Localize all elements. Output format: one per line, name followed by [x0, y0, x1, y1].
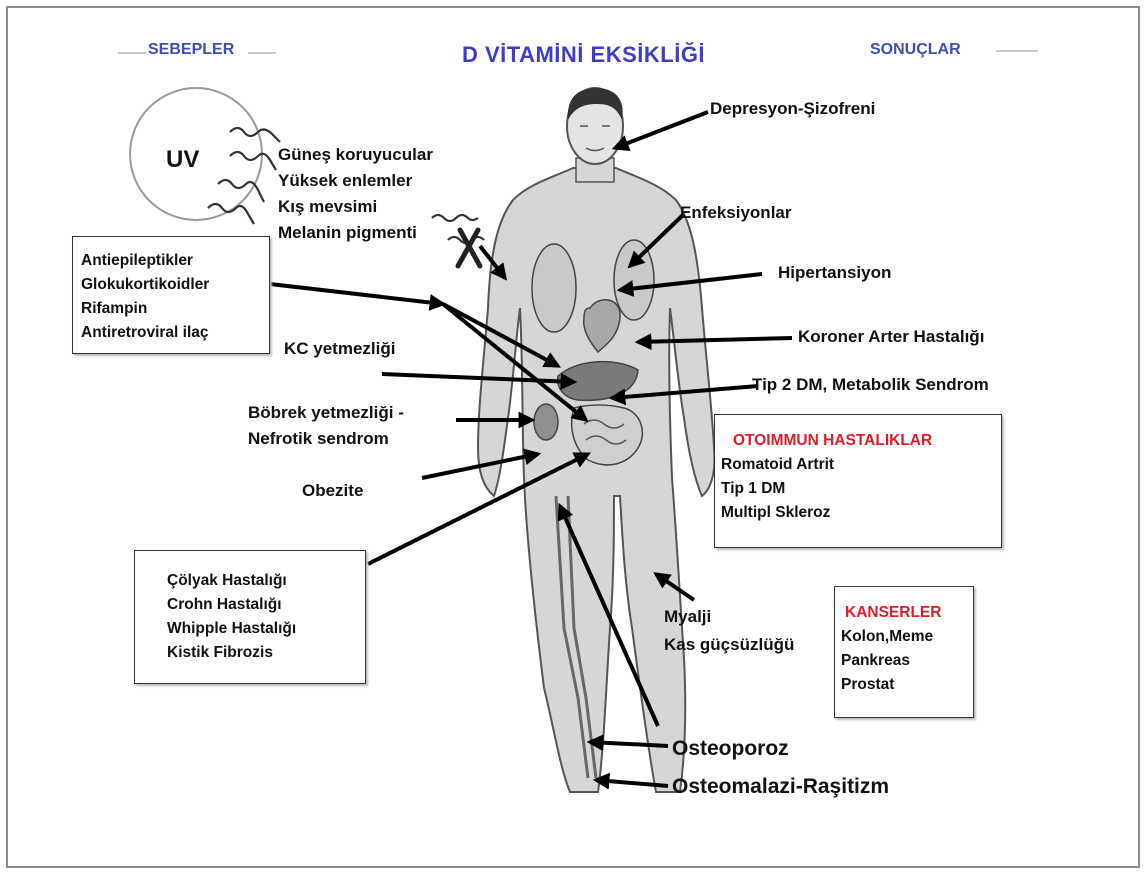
label-obezite: Obezite: [302, 482, 363, 499]
lung-right: [614, 240, 654, 320]
autoimmune-item: Tip 1 DM: [721, 477, 1001, 501]
uv-factor-melanin: Melanin pigmenti: [278, 224, 417, 241]
malabsorption-item: Çölyak Hastalığı: [167, 569, 365, 593]
autoimmune-heading: OTOIMMUN HASTALIKLAR: [721, 429, 1001, 453]
drug-item: Glokukortikoidler: [81, 273, 261, 297]
cancer-item: Kolon,Meme: [841, 625, 973, 649]
label-osteoporoz: Osteoporoz: [672, 738, 789, 759]
autoimmune-item: Romatoid Artrit: [721, 453, 1001, 477]
label-bobrek: Böbrek yetmezliği -: [248, 404, 404, 421]
kidney: [534, 404, 558, 440]
malabsorption-item: Whipple Hastalığı: [167, 617, 365, 641]
consequences-header: SONUÇLAR: [870, 42, 961, 58]
autoimmune-box: OTOIMMUN HASTALIKLAR Romatoid Artrit Tip…: [714, 414, 1002, 548]
label-koroner: Koroner Arter Hastalığı: [798, 328, 984, 345]
label-osteomalazi: Osteomalazi-Raşitizm: [672, 776, 889, 797]
drug-item: Rifampin: [81, 297, 261, 321]
malabsorption-item: Kistik Fibrozis: [167, 641, 365, 665]
malabsorption-box: Çölyak Hastalığı Crohn Hastalığı Whipple…: [134, 550, 366, 684]
uv-factor-winter: Kış mevsimi: [278, 198, 377, 215]
drug-box: Antiepileptikler Glokukortikoidler Rifam…: [72, 236, 270, 354]
malabsorption-item: Crohn Hastalığı: [167, 593, 365, 617]
cancer-item: Pankreas: [841, 649, 973, 673]
cancer-box: KANSERLER Kolon,Meme Pankreas Prostat: [834, 586, 974, 718]
label-depresyon: Depresyon-Şizofreni: [710, 100, 875, 117]
label-enfeksiyon: Enfeksiyonlar: [680, 204, 792, 221]
lung-left: [532, 244, 576, 332]
label-kas: Kas güçsüzlüğü: [664, 636, 794, 653]
label-myalji: Myalji: [664, 608, 711, 625]
diagram-frame: SEBEPLER D VİTAMİNİ EKSİKLİĞİ SONUÇLAR U…: [6, 6, 1140, 868]
autoimmune-item: Multipl Skleroz: [721, 501, 1001, 525]
label-tip2: Tip 2 DM, Metabolik Sendrom: [752, 376, 989, 393]
uv-block-mark: [458, 230, 480, 266]
label-hipertansiyon: Hipertansiyon: [778, 264, 891, 281]
label-kc: KC yetmezliği: [284, 340, 395, 357]
uv-factor-latitude: Yüksek enlemler: [278, 172, 412, 189]
uv-label: UV: [166, 148, 199, 172]
drug-item: Antiretroviral ilaç: [81, 321, 261, 345]
drug-item: Antiepileptikler: [81, 249, 261, 273]
uv-factor-sunscreen: Güneş koruyucular: [278, 146, 433, 163]
body-silhouette: [478, 168, 715, 792]
diagram-title: D VİTAMİNİ EKSİKLİĞİ: [462, 44, 705, 66]
label-nefrotik: Nefrotik sendrom: [248, 430, 389, 447]
cancer-heading: KANSERLER: [841, 601, 973, 625]
causes-header: SEBEPLER: [148, 42, 234, 58]
cancer-item: Prostat: [841, 673, 973, 697]
